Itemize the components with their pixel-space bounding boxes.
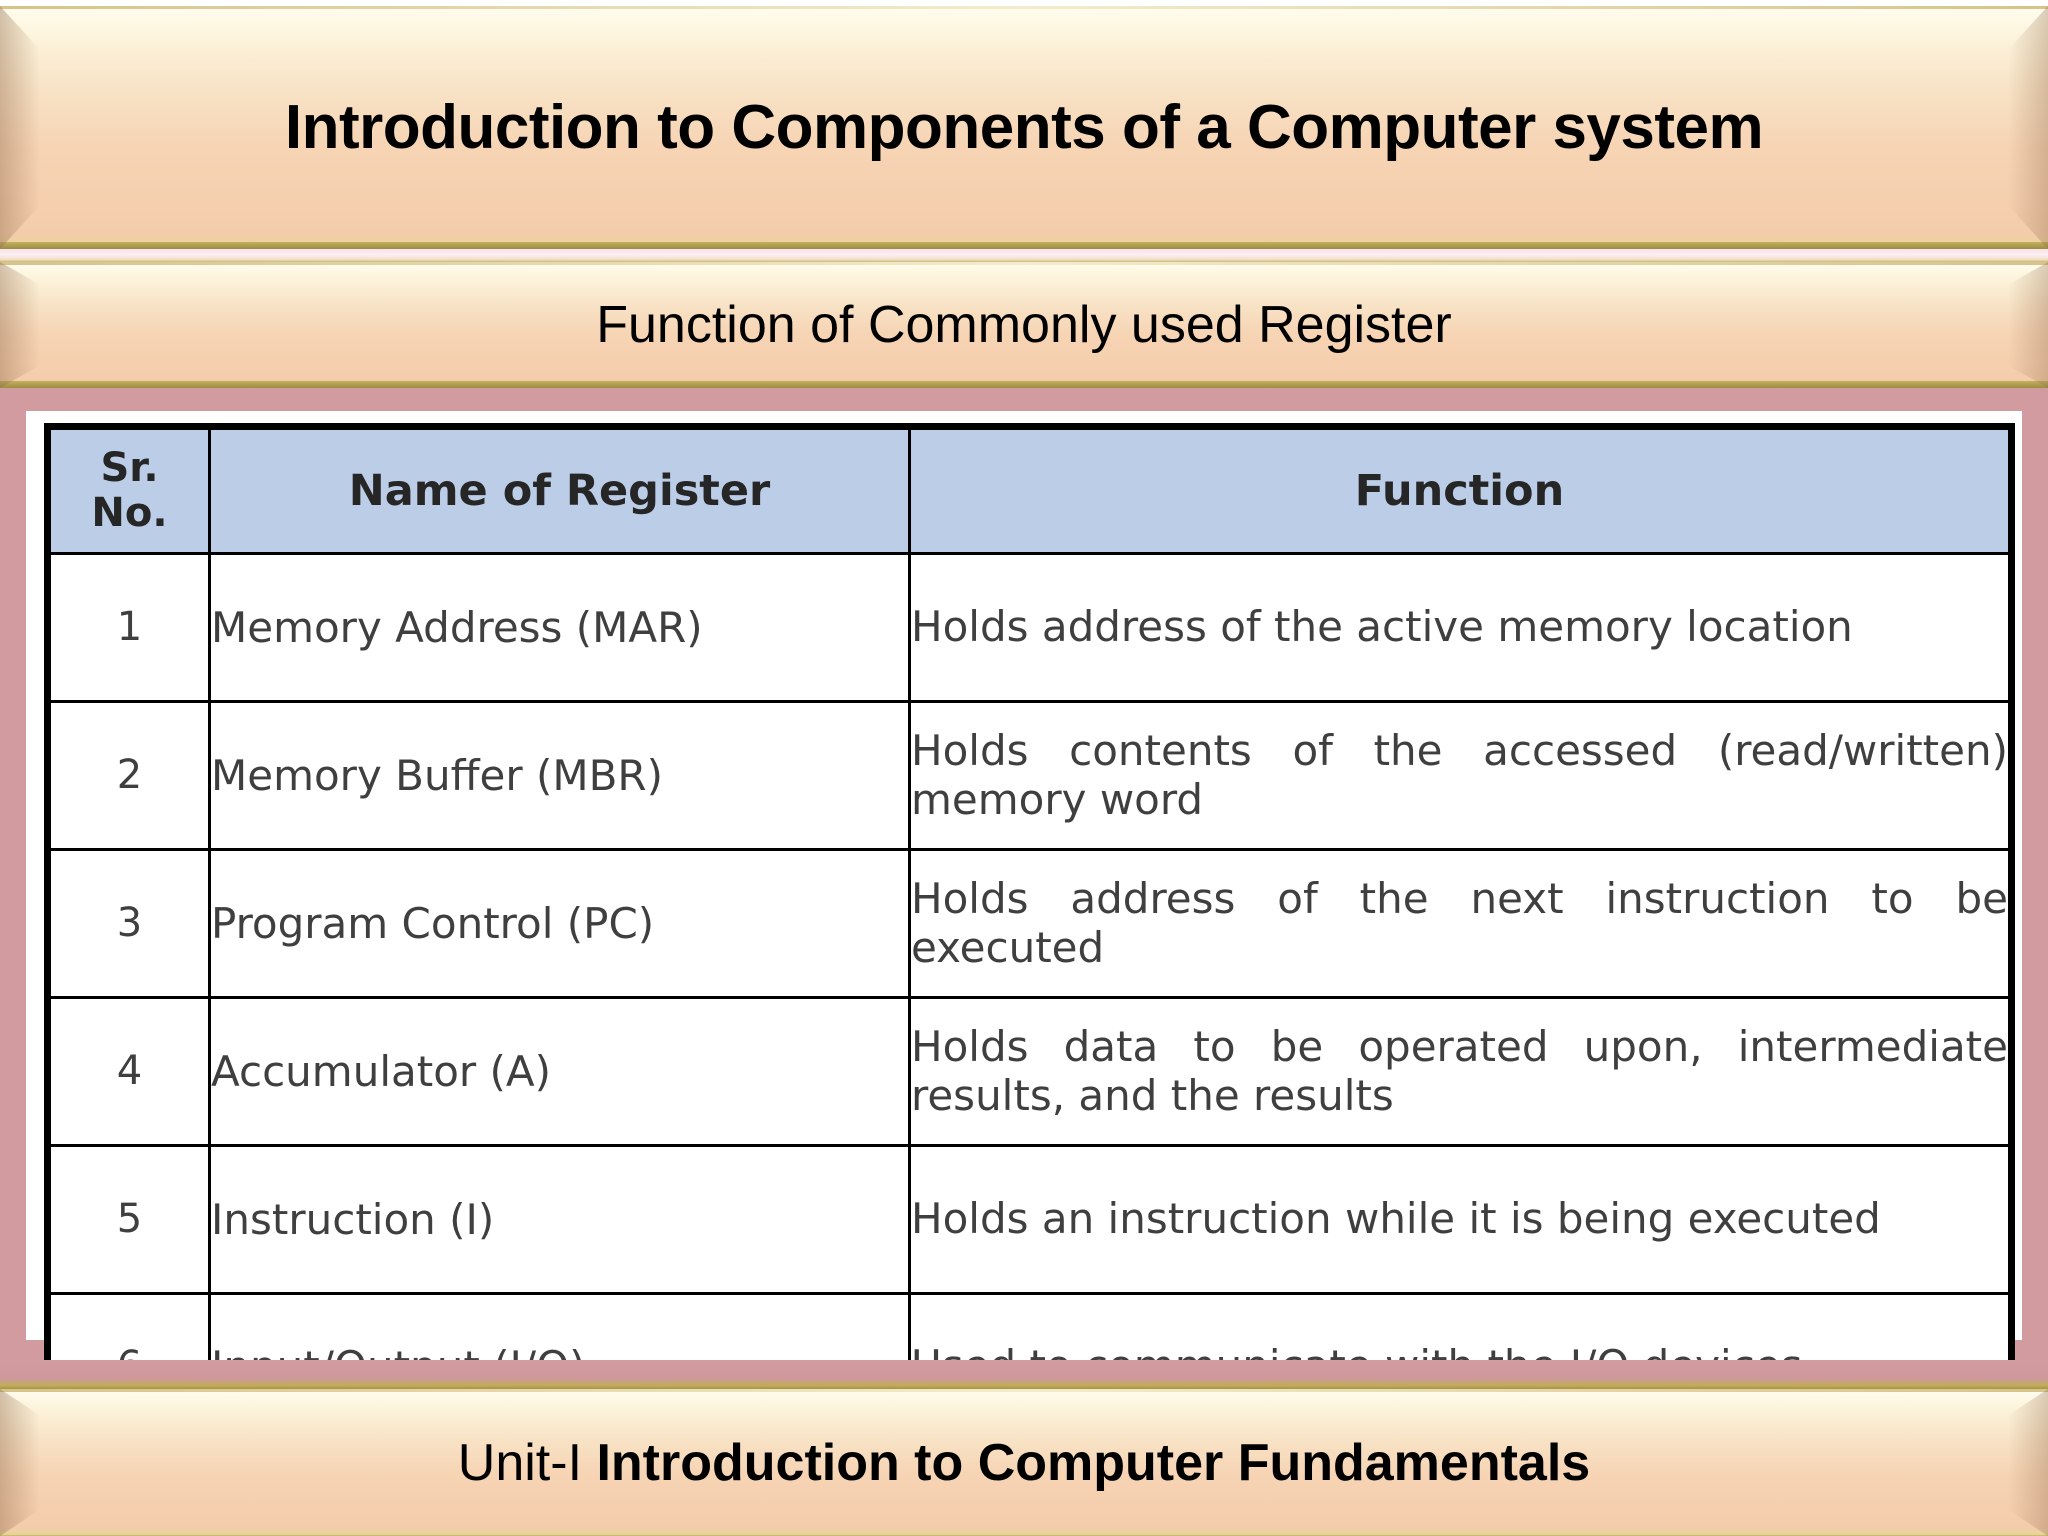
cell-sr-no: 2 (46, 699, 211, 851)
footer-unit-label: Unit-I (457, 1433, 597, 1492)
title-banner-top-edge (0, 6, 2048, 9)
subtitle-banner-face (0, 262, 2048, 388)
footer-banner: Unit-I Introduction to Computer Fundamen… (0, 1389, 2048, 1536)
cell-register-name: Accumulator (A) (208, 995, 911, 1147)
footer-text: Unit-I Introduction to Computer Fundamen… (458, 1437, 1590, 1489)
page-title: Introduction to Components of a Computer… (284, 92, 1764, 162)
column-header-name-of-register: Name of Register (208, 425, 911, 555)
registers-table: Sr. No. Name of Register Function 1 Memo… (44, 423, 2015, 1445)
content-panel: Sr. No. Name of Register Function 1 Memo… (26, 411, 2022, 1445)
content-bottom-edge (0, 1360, 2048, 1389)
footer-banner-top-edge (0, 1389, 2048, 1392)
cell-function: Holds an instruction while it is being e… (908, 1143, 2013, 1295)
column-header-function: Function (908, 425, 2013, 555)
subtitle-banner-left-bevel (0, 262, 40, 388)
subtitle-banner-top-edge (0, 262, 2048, 265)
cell-register-name: Memory Address (MAR) (208, 551, 911, 703)
cell-function: Holds address of the next instruction to… (908, 847, 2013, 999)
cell-register-name: Instruction (I) (208, 1143, 911, 1295)
table-row: 4 Accumulator (A) Holds data to be opera… (46, 995, 2013, 1147)
table-body: 1 Memory Address (MAR) Holds address of … (46, 551, 2013, 1443)
subtitle-banner-bottom-edge (0, 381, 2048, 388)
cell-function: Holds contents of the accessed (read/wri… (908, 699, 2013, 851)
cell-sr-no: 4 (46, 995, 211, 1147)
table-row: 2 Memory Buffer (MBR) Holds contents of … (46, 699, 2013, 851)
cell-function: Holds address of the active memory locat… (908, 551, 2013, 703)
cell-register-name: Program Control (PC) (208, 847, 911, 999)
footer-banner-left-bevel (0, 1389, 40, 1536)
footer-banner-right-bevel (2008, 1389, 2048, 1536)
title-banner-face (0, 6, 2048, 249)
column-header-sr-line2: No. (91, 489, 168, 536)
cell-sr-no: 1 (46, 551, 211, 703)
footer-banner-face (0, 1389, 2048, 1536)
table-row: 3 Program Control (PC) Holds address of … (46, 847, 2013, 999)
cell-function: Holds data to be operated upon, intermed… (908, 995, 2013, 1147)
footer-unit-title: Introduction to Computer Fundamentals (596, 1433, 1591, 1492)
table-header-row: Sr. No. Name of Register Function (46, 425, 2013, 555)
subtitle-banner-right-bevel (2008, 262, 2048, 388)
page-subtitle: Function of Commonly used Register (596, 296, 1452, 354)
title-banner-left-bevel (0, 6, 40, 249)
title-banner-bottom-edge (0, 242, 2048, 249)
table-row: 5 Instruction (I) Holds an instruction w… (46, 1143, 2013, 1295)
title-banner-right-bevel (2008, 6, 2048, 249)
subtitle-banner: Function of Commonly used Register (0, 262, 2048, 388)
title-banner: Introduction to Components of a Computer… (0, 6, 2048, 249)
content-frame: Sr. No. Name of Register Function 1 Memo… (0, 388, 2048, 1445)
column-header-sr-no: Sr. No. (46, 425, 211, 555)
cell-sr-no: 3 (46, 847, 211, 999)
column-header-sr-line1: Sr. (100, 445, 159, 491)
banner-separator-top (0, 249, 2048, 262)
cell-register-name: Memory Buffer (MBR) (208, 699, 911, 851)
cell-sr-no: 5 (46, 1143, 211, 1295)
table-row: 1 Memory Address (MAR) Holds address of … (46, 551, 2013, 703)
